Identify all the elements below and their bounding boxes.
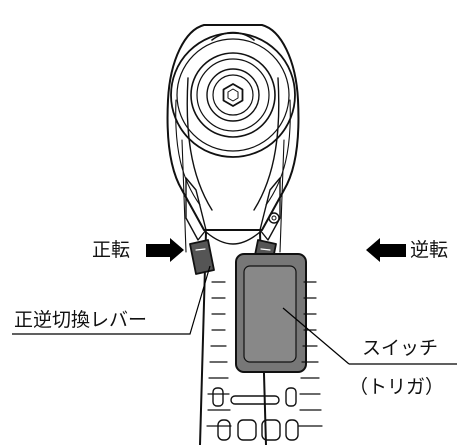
trigger-switch xyxy=(235,253,307,373)
right-guard xyxy=(259,177,281,241)
frame-right xyxy=(279,139,285,253)
chuck xyxy=(170,32,296,158)
reverse-arrow xyxy=(366,238,406,262)
switch-leader xyxy=(282,307,350,365)
grip-ribs xyxy=(206,281,323,427)
selector-lever-leader xyxy=(12,265,211,335)
trigger-label: （トリガ） xyxy=(349,376,445,398)
selector-lever-label: 正逆切換レバー xyxy=(14,309,148,331)
switch-label: スイッチ xyxy=(362,337,439,359)
center-screw xyxy=(268,212,280,224)
selector-lever-left xyxy=(189,239,215,275)
forward-label: 正転 xyxy=(92,239,131,261)
front-housing xyxy=(166,24,300,231)
reverse-label: 逆転 xyxy=(410,239,449,261)
handle-vents xyxy=(212,387,299,441)
handle-top-curve xyxy=(205,231,261,245)
left-guard xyxy=(185,177,207,241)
forward-arrow xyxy=(146,238,184,262)
frame-left xyxy=(181,139,187,253)
